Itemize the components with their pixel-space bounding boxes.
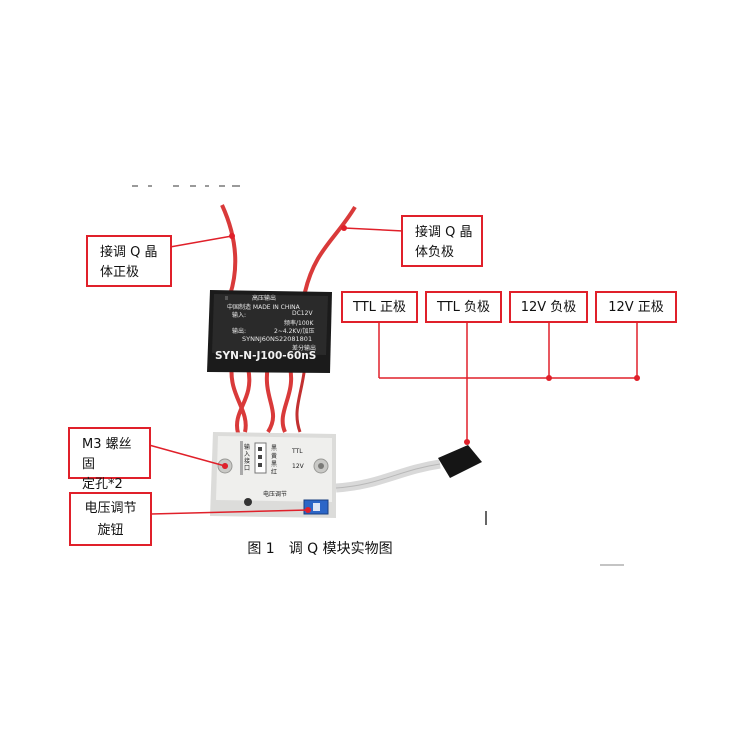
lower-knob-label: 电压调节	[263, 491, 288, 498]
label-m3-hole: M3 螺丝固 定孔*2	[68, 427, 151, 492]
upper-module-line5b: 2~4.2KV/加压	[274, 328, 315, 335]
lower-color-4: 红	[271, 469, 278, 476]
scan-marks	[132, 185, 240, 187]
lower-color-1: 黑	[271, 445, 278, 452]
label-q-negative: 接调 Q 晶 体负极	[401, 215, 483, 267]
upper-module-line7: 差分输出	[292, 345, 317, 352]
label-voltage-knob: 电压调节 旋钮	[69, 492, 152, 546]
label-12v-positive: 12V 正极	[595, 291, 677, 323]
figure-number: 图 1	[247, 541, 275, 557]
callout-lines	[148, 227, 638, 515]
lower-port-char-3: 接	[244, 458, 251, 465]
upper-module-model: SYN-N-J100-60nS	[215, 350, 317, 362]
wire-link-1	[229, 364, 248, 433]
wire-link-5	[295, 364, 307, 433]
lower-color-2: 黄	[271, 453, 278, 460]
upper-module-line3b: DC12V	[292, 310, 313, 317]
figure-caption: 图 1 调 Q 模块实物图	[0, 538, 640, 558]
callout-dots	[222, 225, 640, 513]
upper-module-line2: 中国制造 MADE IN CHINA	[227, 304, 300, 311]
figure-title: 调 Q 模块实物图	[288, 541, 393, 557]
plug	[438, 445, 482, 478]
upper-module-line5a: 输出:	[232, 328, 247, 335]
upper-module-serial: SYNNJ60NS22081801	[242, 335, 313, 343]
lower-12v-label: 12V	[292, 463, 304, 470]
upper-module	[207, 290, 332, 373]
lower-port-char-2: 入	[244, 451, 251, 458]
wire-link-4	[280, 367, 294, 433]
label-ttl-negative: TTL 负极	[425, 291, 502, 323]
lower-ttl-label: TTL	[292, 448, 303, 455]
wire-q-positive	[220, 204, 238, 296]
wire-q-negative	[303, 205, 357, 293]
label-q-positive: 接调 Q 晶 体正极	[86, 235, 172, 287]
signal-cable	[335, 459, 441, 493]
wire-link-2	[235, 367, 252, 434]
upper-module-line1: 高压输出	[252, 295, 277, 302]
lower-module	[210, 432, 336, 518]
wire-link-3	[264, 364, 276, 434]
upper-module-line3a: 输入:	[232, 312, 247, 319]
label-12v-negative: 12V 负极	[509, 291, 588, 323]
lower-color-3: 黑	[271, 461, 278, 468]
label-ttl-positive: TTL 正极	[341, 291, 418, 323]
lower-port-char-1: 输	[244, 444, 251, 451]
upper-module-line4: 频率/100K	[284, 320, 314, 327]
lower-port-char-4: 口	[244, 465, 251, 472]
